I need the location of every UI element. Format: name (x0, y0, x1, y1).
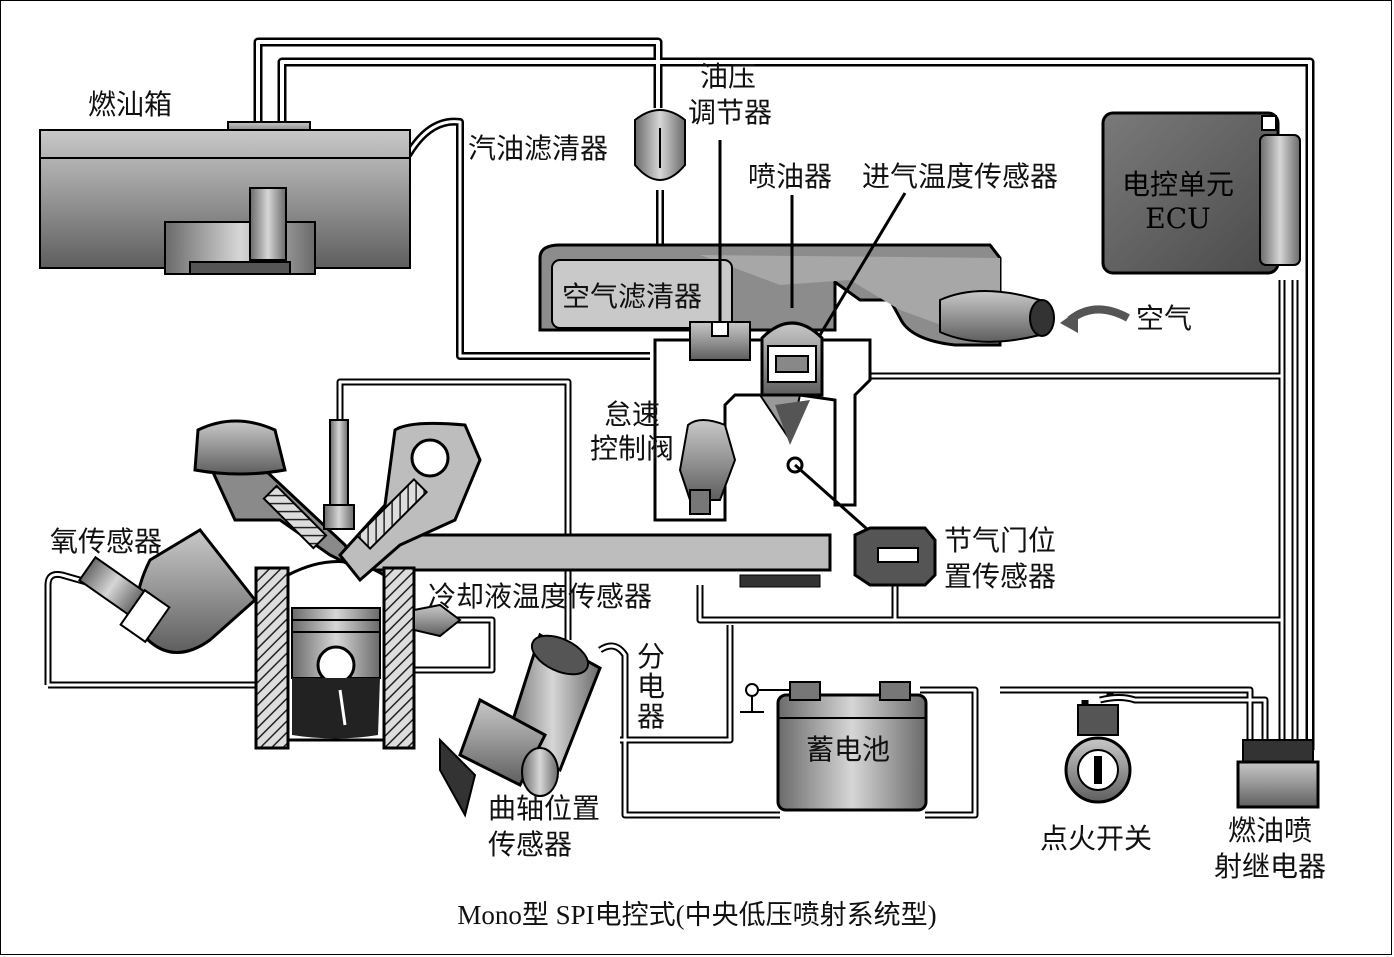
idle-control-valve (678, 419, 737, 515)
label-crank-sensor-2: 传感器 (488, 828, 573, 861)
fuel-tank (39, 121, 411, 275)
label-air: 空气 (1136, 302, 1193, 335)
label-pressure-regulator-2: 调节器 (688, 96, 773, 129)
label-distributor: 分电器 (636, 640, 665, 733)
engine-cylinder (254, 560, 416, 750)
air-arrow (1060, 305, 1130, 333)
label-idle-valve-2: 控制阀 (590, 432, 675, 465)
throttle-shaft (786, 192, 907, 547)
oxygen-sensor (78, 528, 258, 654)
label-oxygen-sensor: 氧传感器 (50, 525, 163, 558)
signal-wires-inner (46, 280, 1297, 817)
label-fuel-filter: 汽油滤清器 (468, 132, 609, 165)
label-ignition-switch: 点火开关 (1040, 822, 1153, 855)
label-coolant-sensor: 冷却液温度传感器 (428, 580, 653, 613)
label-idle-valve-1: 怠速 (604, 398, 661, 431)
fuel-injector (760, 195, 824, 397)
label-crank-sensor-1: 曲轴位置 (488, 792, 601, 825)
label-fuel-relay-2: 射继电器 (1214, 850, 1327, 883)
label-throttle-sensor-2: 置传感器 (944, 560, 1057, 593)
label-ecu-line2: ECU (1145, 202, 1211, 235)
label-intake-temp-sensor: 进气温度传感器 (862, 160, 1059, 193)
label-battery: 蓄电池 (806, 733, 891, 766)
air-filter-housing (538, 243, 1055, 347)
figure-caption: Mono型 SPI电控式(中央低压喷射系统型) (457, 900, 937, 930)
label-air-filter: 空气滤清器 (562, 280, 703, 313)
fuel-return-pipe-inner (256, 40, 1312, 750)
label-ecu-line1: 电控单元 (1121, 168, 1234, 201)
ignition-switch (1064, 704, 1132, 804)
cylinder-head (193, 419, 482, 583)
battery (740, 681, 928, 812)
label-injector: 喷油器 (748, 160, 833, 193)
throttle-position-sensor (853, 526, 937, 587)
fuel-pump-relay (1236, 739, 1320, 809)
pressure-regulator (689, 140, 751, 361)
label-pressure-regulator-1: 油压 (700, 60, 757, 93)
crankshaft-position-sensor (521, 747, 559, 797)
fuel-filter (634, 109, 686, 181)
label-throttle-sensor-1: 节气门位 (944, 524, 1057, 557)
spark-plug (323, 419, 355, 530)
ecu-unit (1101, 111, 1301, 275)
coolant-temp-sensor (413, 603, 462, 638)
label-fuel-tank: 燃汕箱 (88, 88, 173, 121)
distributor (439, 632, 602, 818)
label-fuel-relay-1: 燃油喷 (1228, 814, 1313, 847)
